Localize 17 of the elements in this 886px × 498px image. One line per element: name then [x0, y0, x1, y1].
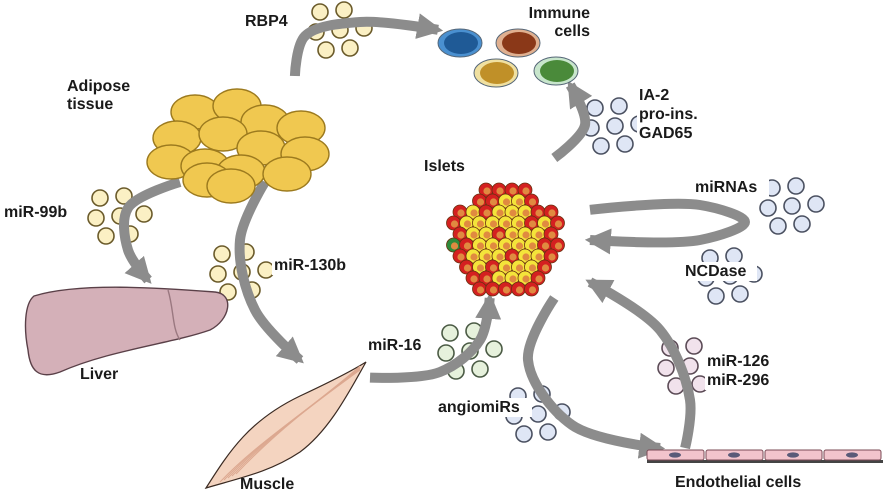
arrow — [234, 179, 304, 364]
edge-label: miRNAs — [693, 178, 769, 198]
tissue-label: Liver — [80, 366, 120, 384]
molecule-label: NCDase — [683, 262, 757, 282]
arrow — [585, 278, 696, 450]
tissue-label: Islets — [424, 158, 466, 176]
tissue-label: Muscle — [240, 476, 296, 494]
tissue-label: Endothelial cells — [675, 474, 802, 492]
tissue-label: Immune cells — [528, 5, 590, 42]
arrow — [119, 177, 182, 284]
arrow — [290, 13, 444, 76]
arrow — [551, 80, 592, 162]
arrow — [523, 295, 666, 459]
edge-label: angiomiRs — [436, 398, 532, 418]
tissue-label: Adipose tissue — [67, 78, 132, 115]
arrow — [370, 292, 502, 383]
arrow — [584, 198, 750, 254]
